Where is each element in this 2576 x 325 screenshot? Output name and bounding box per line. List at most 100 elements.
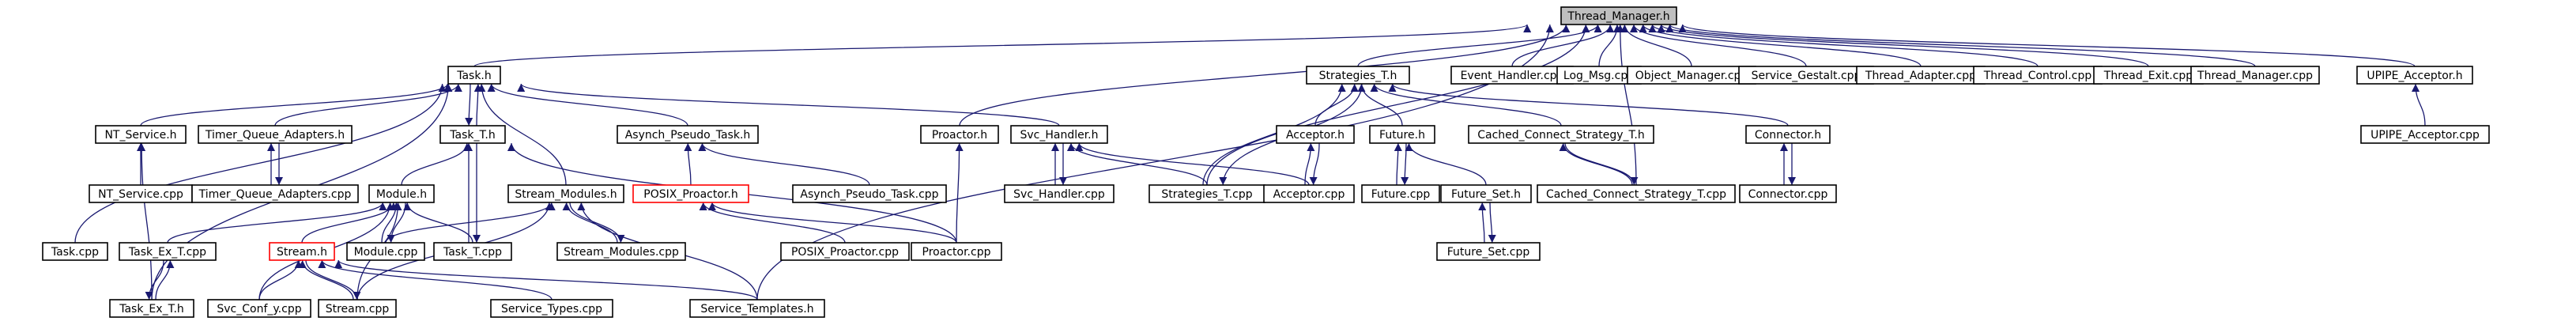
edge-upipe-acceptor-cpp-to-upipe-acceptor-h: [2412, 83, 2426, 127]
node-event-handler-cpp[interactable]: Event_Handler.cpp: [1450, 66, 1574, 85]
node-label: Log_Msg.cpp: [1563, 70, 1635, 82]
node-label: Task_Ex_T.cpp: [128, 246, 206, 259]
node-thread-exit-cpp[interactable]: Thread_Exit.cpp: [2093, 66, 2204, 85]
node-box: [207, 299, 311, 318]
node-box: [109, 299, 194, 318]
node-box: [1468, 125, 1654, 144]
node-box: [1263, 184, 1355, 203]
node-nt-service-h[interactable]: NT_Service.h: [95, 125, 187, 144]
edge-task-h-to-thread-manager-h: [473, 24, 1531, 67]
node-connector-h[interactable]: Connector.h: [1745, 125, 1831, 144]
node-connector-cpp[interactable]: Connector.cpp: [1739, 184, 1837, 203]
node-box: [318, 299, 397, 318]
node-future-h[interactable]: Future.h: [1369, 125, 1435, 144]
node-box: [1010, 125, 1108, 144]
node-task-h[interactable]: Task.h: [447, 66, 501, 85]
node-nt-service-cpp[interactable]: NT_Service.cpp: [89, 184, 193, 203]
node-log-msg-cpp[interactable]: Log_Msg.cpp: [1556, 66, 1642, 85]
node-label: Connector.cpp: [1748, 188, 1828, 201]
node-label: Svc_Conf_y.cpp: [217, 303, 301, 316]
node-box: [1440, 184, 1532, 203]
edge-strategies-t-cpp-to-strategies-t-h: [1202, 83, 1346, 186]
node-label: Task_T.h: [449, 129, 495, 142]
node-task-t-h[interactable]: Task_T.h: [439, 125, 506, 144]
node-cached-connect-strategy-t-h[interactable]: Cached_Connect_Strategy_T.h: [1468, 125, 1654, 144]
node-box: [95, 125, 187, 144]
node-thread-adapter-cpp[interactable]: Thread_Adapter.cpp: [1856, 66, 1986, 85]
node-acceptor-cpp[interactable]: Acceptor.cpp: [1263, 184, 1355, 203]
edge-thread-adapter-cpp-to-thread-manager-h: [1639, 24, 1922, 67]
node-task-cpp[interactable]: Task.cpp: [42, 242, 108, 261]
node-box: [1560, 6, 1677, 25]
node-stream-cpp[interactable]: Stream.cpp: [318, 299, 397, 318]
node-timer-queue-adapters-h[interactable]: Timer_Queue_Adapters.h: [198, 125, 353, 144]
edge-task-t-h-to-task-h: [473, 83, 482, 127]
node-label: Asynch_Pseudo_Task.h: [625, 129, 751, 142]
edge-svc-conf-y-cpp-to-stream-h: [258, 259, 303, 300]
node-label: Thread_Adapter.cpp: [1865, 70, 1976, 82]
edge-cached-connect-strategy-t-cpp-to-thread-manager-h: [1616, 24, 1637, 186]
node-cached-connect-strategy-t-cpp[interactable]: Cached_Connect_Strategy_T.cpp: [1537, 184, 1736, 203]
edge-nt-service-h-to-task-h: [140, 83, 452, 127]
node-future-set-cpp[interactable]: Future_Set.cpp: [1436, 242, 1541, 261]
edge-task-t-cpp-to-module-h: [403, 202, 473, 244]
node-stream-modules-cpp[interactable]: Stream_Modules.cpp: [556, 242, 686, 261]
node-asynch-pseudo-task-h[interactable]: Asynch_Pseudo_Task.h: [617, 125, 759, 144]
node-label: Future.cpp: [1371, 188, 1431, 201]
node-label: Service_Gestalt.cpp: [1752, 70, 1861, 82]
node-asynch-pseudo-task-cpp[interactable]: Asynch_Pseudo_Task.cpp: [792, 184, 947, 203]
edge-event-handler-cpp-to-thread-manager-h: [1511, 24, 1615, 67]
node-box: [2190, 66, 2320, 85]
edge-module-h-to-task-t-h: [401, 142, 471, 186]
node-box: [556, 242, 686, 261]
node-task-ex-t-cpp[interactable]: Task_Ex_T.cpp: [119, 242, 217, 261]
node-thread-manager-cpp[interactable]: Thread_Manager.cpp: [2190, 66, 2320, 85]
node-service-gestalt-cpp[interactable]: Service_Gestalt.cpp: [1738, 66, 1874, 85]
node-module-h[interactable]: Module.h: [368, 184, 435, 203]
node-task-ex-t-h[interactable]: Task_Ex_T.h: [109, 299, 194, 318]
node-label: Module.cpp: [354, 246, 418, 259]
node-future-cpp[interactable]: Future.cpp: [1361, 184, 1440, 203]
node-box: [346, 242, 425, 261]
edge-future-set-cpp-to-future-set-h: [1478, 202, 1487, 244]
node-box: [1537, 184, 1736, 203]
node-label: Service_Templates.h: [700, 303, 813, 316]
edge-acceptor-h-to-strategies-t-h: [1314, 83, 1359, 127]
edge-strategies-t-cpp-to-thread-manager-h: [1206, 24, 1590, 186]
node-upipe-acceptor-h[interactable]: UPIPE_Acceptor.h: [2356, 66, 2473, 85]
node-svc-handler-cpp[interactable]: Svc_Handler.cpp: [1004, 184, 1115, 203]
node-label: Timer_Queue_Adapters.h: [205, 129, 345, 142]
edge-asynch-pseudo-task-cpp-to-asynch-pseudo-task-h: [698, 142, 870, 186]
node-thread-control-cpp[interactable]: Thread_Control.cpp: [1973, 66, 2103, 85]
node-proactor-cpp[interactable]: Proactor.cpp: [911, 242, 1002, 261]
node-label: Future_Set.cpp: [1447, 246, 1530, 259]
edge-cached-connect-strategy-t-h-to-cached-connect-strategy-t-cpp: [1564, 142, 1639, 186]
node-object-manager-cpp[interactable]: Object_Manager.cpp: [1627, 66, 1756, 85]
edge-stream-h-to-stream-cpp: [305, 259, 361, 300]
node-task-t-cpp[interactable]: Task_T.cpp: [433, 242, 512, 261]
node-upipe-acceptor-cpp[interactable]: UPIPE_Acceptor.cpp: [2360, 125, 2490, 144]
node-proactor-h[interactable]: Proactor.h: [920, 125, 999, 144]
node-label: Proactor.cpp: [922, 246, 991, 259]
node-box: [119, 242, 217, 261]
edge-task-h-to-task-t-h: [465, 83, 473, 127]
node-stream-h[interactable]: Stream.h: [269, 242, 335, 261]
node-service-types-cpp[interactable]: Service_Types.cpp: [490, 299, 613, 318]
node-posix-proactor-h[interactable]: POSIX_Proactor.h: [632, 184, 749, 203]
node-thread-manager-h[interactable]: Thread_Manager.h: [1560, 6, 1677, 25]
node-svc-handler-h[interactable]: Svc_Handler.h: [1010, 125, 1108, 144]
node-label: Acceptor.h: [1286, 129, 1345, 142]
node-module-cpp[interactable]: Module.cpp: [346, 242, 425, 261]
node-service-templates-h[interactable]: Service_Templates.h: [689, 299, 825, 318]
node-strategies-t-cpp[interactable]: Strategies_T.cpp: [1148, 184, 1265, 203]
node-label: Task.cpp: [51, 246, 99, 259]
edge-acceptor-h-to-acceptor-cpp: [1309, 142, 1320, 186]
node-svc-conf-y-cpp[interactable]: Svc_Conf_y.cpp: [207, 299, 311, 318]
node-strategies-t-h[interactable]: Strategies_T.h: [1306, 66, 1410, 85]
node-stream-modules-h[interactable]: Stream_Modules.h: [507, 184, 624, 203]
node-timer-queue-adapters-cpp[interactable]: Timer_Queue_Adapters.cpp: [191, 184, 359, 203]
node-future-set-h[interactable]: Future_Set.h: [1440, 184, 1532, 203]
node-acceptor-h[interactable]: Acceptor.h: [1276, 125, 1355, 144]
node-label: Stream.h: [277, 246, 327, 259]
node-posix-proactor-cpp[interactable]: POSIX_Proactor.cpp: [780, 242, 910, 261]
